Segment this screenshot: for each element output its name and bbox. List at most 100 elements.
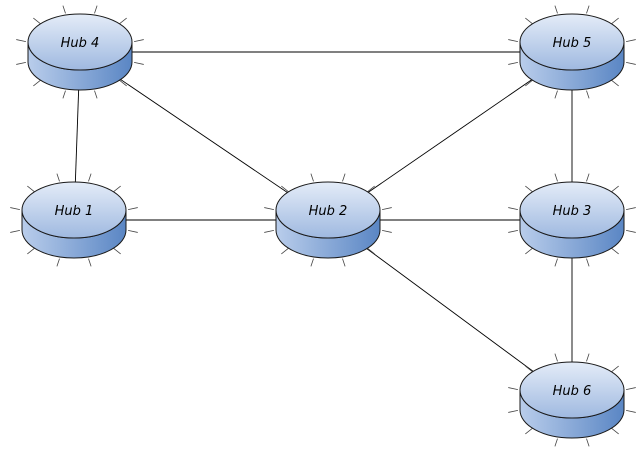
port-spike — [113, 247, 121, 255]
port-spike — [525, 185, 533, 193]
port-spike — [264, 229, 274, 233]
port-spikes — [508, 5, 636, 99]
hub-top — [27, 13, 133, 71]
port-spike — [27, 247, 35, 255]
port-spike — [56, 258, 60, 267]
port-spike — [508, 387, 518, 391]
hub-top — [275, 181, 381, 239]
port-spikes — [508, 173, 636, 267]
port-spike — [508, 207, 518, 211]
hub-top — [519, 13, 625, 71]
port-spike — [525, 427, 533, 435]
hub-cylinder — [275, 181, 381, 259]
port-spike — [611, 17, 619, 25]
port-spike — [264, 207, 274, 211]
port-spike — [134, 39, 144, 43]
hub-top — [519, 181, 625, 239]
port-spike — [62, 90, 66, 99]
port-spike — [367, 185, 375, 193]
port-spike — [310, 173, 314, 182]
hub-label: Hub 5 — [553, 36, 592, 51]
port-spike — [626, 39, 636, 43]
port-spike — [586, 258, 590, 267]
port-spike — [33, 79, 41, 87]
port-spike — [94, 5, 98, 14]
hub-5[interactable]: Hub 5 — [508, 5, 636, 99]
port-spike — [554, 90, 558, 99]
port-spike — [611, 79, 619, 87]
hub-3[interactable]: Hub 3 — [508, 173, 636, 267]
port-spike — [554, 258, 558, 267]
port-spike — [554, 5, 558, 14]
port-spike — [33, 17, 41, 25]
port-spike — [16, 39, 26, 43]
port-spikes — [16, 5, 144, 99]
port-spike — [525, 17, 533, 25]
hub-2[interactable]: Hub 2 — [264, 173, 392, 267]
port-spike — [113, 185, 121, 193]
port-spike — [586, 353, 590, 362]
port-spike — [134, 61, 144, 65]
port-spike — [554, 438, 558, 447]
port-spike — [525, 79, 533, 87]
port-spike — [128, 229, 138, 233]
hub-label: Hub 6 — [553, 384, 592, 399]
port-spikes — [508, 353, 636, 447]
port-spike — [382, 207, 392, 211]
port-spike — [119, 17, 127, 25]
hub-label: Hub 2 — [309, 204, 348, 219]
hub-cylinder — [519, 361, 625, 439]
port-spike — [10, 207, 20, 211]
port-spike — [508, 61, 518, 65]
port-spike — [508, 409, 518, 413]
port-spike — [56, 173, 60, 182]
port-spike — [626, 61, 636, 65]
port-spike — [281, 185, 289, 193]
port-spike — [88, 258, 92, 267]
hub-label: Hub 1 — [55, 204, 94, 219]
port-spike — [626, 387, 636, 391]
port-spike — [626, 409, 636, 413]
hub-top — [519, 361, 625, 419]
port-spike — [310, 258, 314, 267]
port-spike — [88, 173, 92, 182]
port-spike — [611, 427, 619, 435]
link-hub2-hub6 — [327, 219, 573, 401]
port-spike — [94, 90, 98, 99]
port-spike — [554, 353, 558, 362]
port-spikes — [264, 173, 392, 267]
port-spike — [586, 5, 590, 14]
port-spike — [382, 229, 392, 233]
port-spike — [525, 247, 533, 255]
port-spike — [586, 90, 590, 99]
hub-6[interactable]: Hub 6 — [508, 353, 636, 447]
port-spike — [342, 258, 346, 267]
port-spike — [626, 207, 636, 211]
port-spike — [611, 185, 619, 193]
port-spike — [586, 173, 590, 182]
hub-cylinder — [519, 181, 625, 259]
hub-cylinder — [27, 13, 133, 91]
hub-label: Hub 4 — [61, 36, 100, 51]
port-spike — [611, 365, 619, 373]
port-spike — [508, 229, 518, 233]
port-spike — [626, 229, 636, 233]
port-spike — [367, 247, 375, 255]
port-spike — [119, 79, 127, 87]
hub-1[interactable]: Hub 1 — [10, 173, 138, 267]
port-spike — [281, 247, 289, 255]
hub-top — [21, 181, 127, 239]
port-spikes — [10, 173, 138, 267]
hub-cylinder — [21, 181, 127, 259]
hub-4[interactable]: Hub 4 — [16, 5, 144, 99]
port-spike — [16, 61, 26, 65]
port-spike — [27, 185, 35, 193]
port-spike — [508, 39, 518, 43]
port-spike — [554, 173, 558, 182]
port-spike — [525, 365, 533, 373]
port-spike — [586, 438, 590, 447]
port-spike — [611, 247, 619, 255]
port-spike — [342, 173, 346, 182]
hub-cylinder — [519, 13, 625, 91]
